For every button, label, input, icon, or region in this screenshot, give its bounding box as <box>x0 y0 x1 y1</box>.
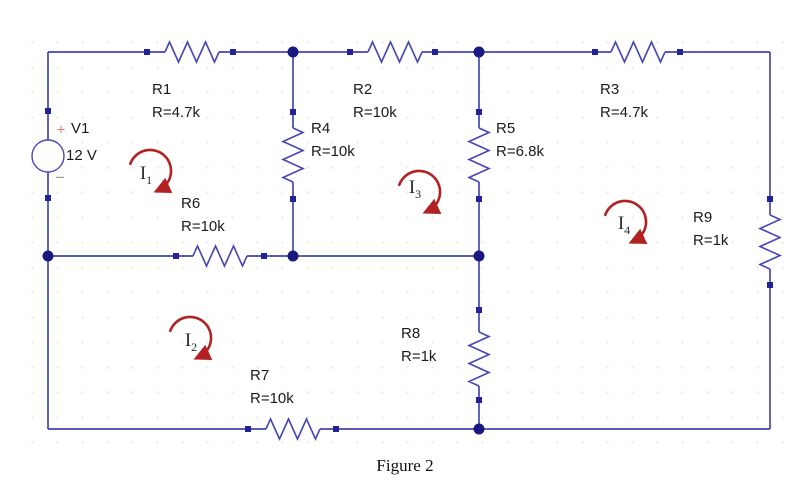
r6-name: R6 <box>181 195 201 212</box>
r9-name: R9 <box>693 209 713 226</box>
r1-label: R1 R=4.7k <box>152 78 200 124</box>
i2-sub: 2 <box>191 339 198 354</box>
r8-name: R8 <box>401 325 421 342</box>
mesh-arrow-i3 <box>398 169 442 215</box>
r2-value: R=10k <box>353 104 397 121</box>
r5-name: R5 <box>496 120 516 137</box>
resistor-symbol-r6 <box>192 244 248 268</box>
r8-label: R8 R=1k <box>401 322 436 368</box>
resistor-symbol-r4 <box>281 127 305 183</box>
r4-name: R4 <box>311 120 331 137</box>
r7-name: R7 <box>250 367 270 384</box>
mesh-current-label-i3: I3 <box>408 177 422 201</box>
terminal-squares <box>45 49 773 432</box>
i1-base: I <box>139 163 147 184</box>
v1-minus-sign: − <box>55 168 65 187</box>
v1-source-symbol <box>31 139 65 173</box>
r5-value: R=6.8k <box>496 143 544 160</box>
i3-base: I <box>408 177 416 198</box>
mesh-current-label-i4: I4 <box>617 213 631 237</box>
resistor-symbol-r5 <box>467 127 491 183</box>
r6-value: R=10k <box>181 218 225 235</box>
r2-label: R2 R=10k <box>353 78 397 124</box>
r9-value: R=1k <box>693 232 729 249</box>
v1-value: 12 V <box>66 147 97 164</box>
r5-label: R5 R=6.8k <box>496 117 544 163</box>
resistor-symbol-r8 <box>467 331 491 387</box>
r7-label: R7 R=10k <box>250 364 294 410</box>
i3-sub: 3 <box>415 186 422 201</box>
v1-plus-sign: + <box>56 121 66 139</box>
r8-value: R=1k <box>401 348 437 365</box>
r6-label: R6 R=10k <box>181 192 225 238</box>
figure-caption: Figure 2 <box>376 456 434 475</box>
r4-value: R=10k <box>311 143 355 160</box>
r3-value: R=4.7k <box>600 104 648 121</box>
mesh-current-label-i2: I2 <box>184 330 198 354</box>
r3-name: R3 <box>600 81 620 98</box>
mesh-current-label-i1: I1 <box>139 163 153 187</box>
r7-value: R=10k <box>250 390 294 407</box>
resistor-symbol-r1 <box>164 40 220 64</box>
mesh-arrow-i1 <box>129 148 173 194</box>
junction-dots <box>42 46 485 435</box>
r3-label: R3 R=4.7k <box>600 78 648 124</box>
v1-name: V1 <box>71 120 90 137</box>
r1-name: R1 <box>152 81 172 98</box>
resistor-symbol-r3 <box>610 40 666 64</box>
v1-value-label: 12 V <box>66 144 97 167</box>
i1-sub: 1 <box>146 172 153 187</box>
r1-value: R=4.7k <box>152 104 200 121</box>
v1-label: V1 <box>71 117 89 140</box>
i4-sub: 4 <box>624 222 631 237</box>
r4-label: R4 R=10k <box>311 117 355 163</box>
resistor-symbol-r9 <box>758 214 782 270</box>
mesh-arrow-i2 <box>169 315 213 361</box>
i2-base: I <box>184 330 192 351</box>
resistor-symbol-r7 <box>265 417 321 441</box>
i4-base: I <box>617 213 625 234</box>
resistor-symbol-r2 <box>367 40 423 64</box>
mesh-arrow-i4 <box>604 199 648 245</box>
r2-name: R2 <box>353 81 373 98</box>
r9-label: R9 R=1k <box>693 206 728 252</box>
